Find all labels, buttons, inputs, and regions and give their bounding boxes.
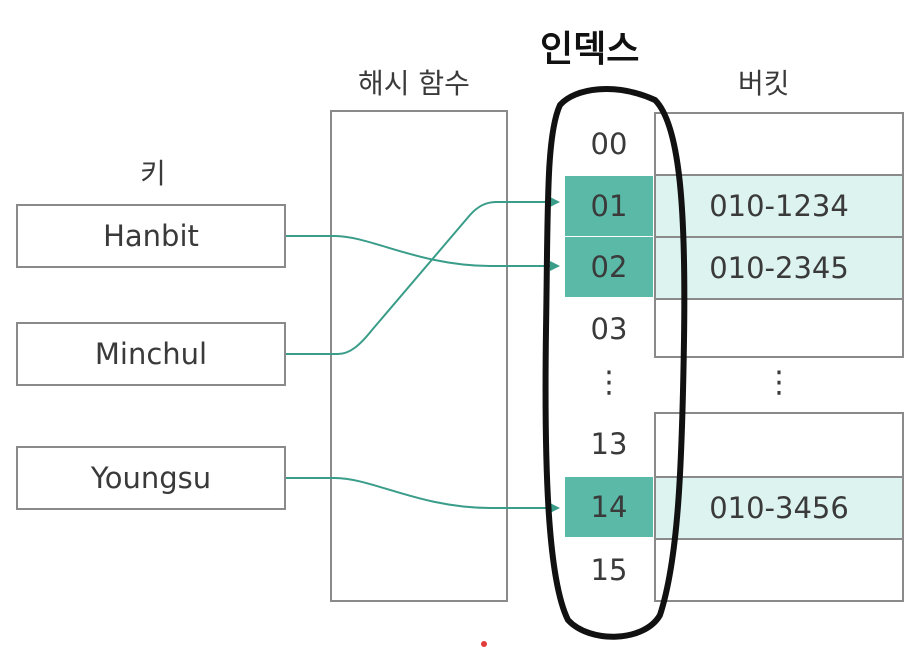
bucket-row-02: 010-2345: [654, 236, 904, 300]
index-cell-15: 15: [590, 553, 628, 587]
bucket-heading: 버킷: [738, 67, 790, 100]
index-ellipsis: ⋮: [594, 365, 624, 400]
arrow-hanbit-to-02: [286, 235, 560, 271]
key-box-minchul: Minchul: [16, 322, 286, 386]
hash-function-heading: 해시 함수: [358, 67, 470, 100]
bucket-row-14: 010-3456: [654, 476, 904, 540]
index-cell-00: 00: [590, 127, 628, 161]
index-column-outline: [542, 86, 688, 640]
index-cell-02: 02: [565, 237, 653, 297]
bucket-row-15: [654, 538, 904, 602]
key-box-hanbit: Hanbit: [16, 204, 286, 268]
red-mark: [481, 641, 487, 647]
arrow-youngsu-to-14: [286, 477, 560, 513]
index-cell-13: 13: [590, 427, 628, 461]
index-cell-01: 01: [565, 176, 653, 236]
key-heading: 키: [140, 157, 166, 190]
index-cell-14: 14: [565, 477, 653, 537]
arrow-minchul-to-01: [286, 197, 560, 355]
bucket-row-01: 010-1234: [654, 174, 904, 238]
bucket-row-00: [654, 112, 904, 176]
index-heading: 인덱스: [540, 29, 640, 70]
bucket-ellipsis: ⋮: [764, 365, 794, 400]
hash-function-box: [330, 110, 508, 602]
index-cell-03: 03: [590, 312, 628, 346]
key-box-youngsu: Youngsu: [16, 446, 286, 510]
bucket-row-03: [654, 298, 904, 358]
